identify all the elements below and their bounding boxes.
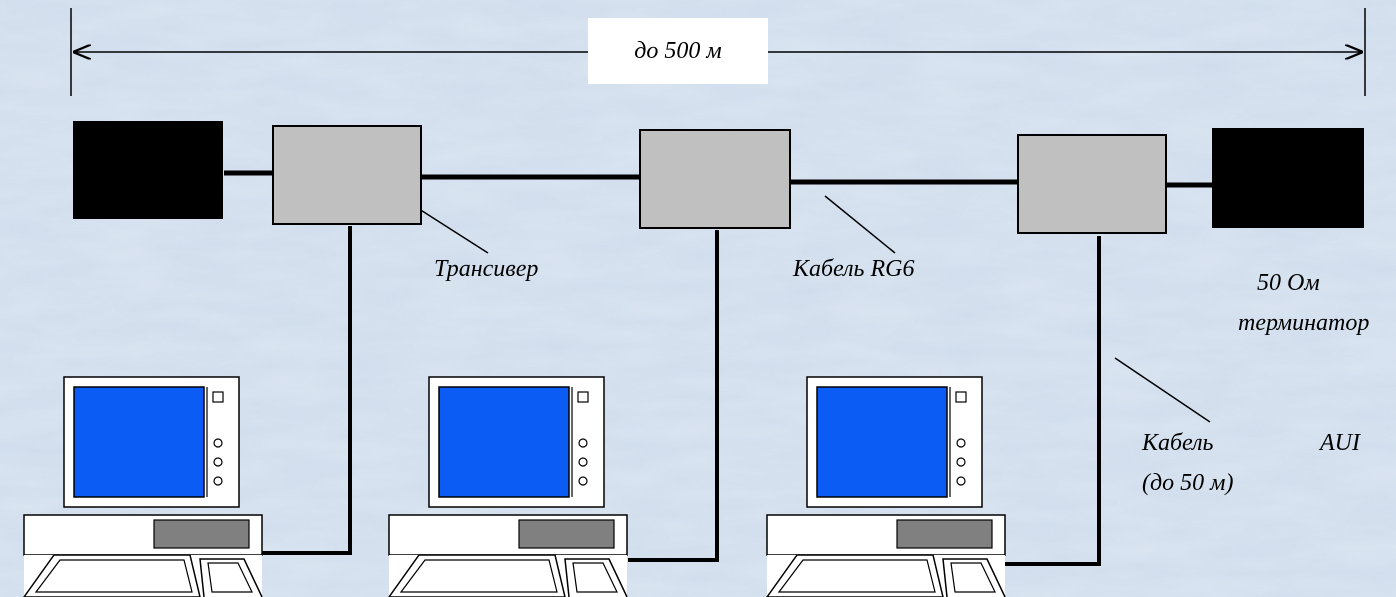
transceiver-icon: [272, 125, 422, 225]
transceiver-icon: [639, 129, 791, 229]
terminator-icon: [73, 121, 223, 219]
computer-icon: [388, 376, 628, 597]
computer-icon: [23, 376, 263, 597]
aui-cable-label-line1: Кабель: [1142, 430, 1214, 456]
transceiver-icon: [1017, 134, 1167, 234]
cable-rg6-label: Кабель RG6: [793, 256, 915, 282]
terminator-label-line2: терминатор: [1238, 310, 1370, 336]
aui-cable-label-line2: (до 50 м): [1142, 470, 1234, 496]
terminator-icon: [1212, 128, 1364, 228]
aui-cable-label-suffix: AUI: [1320, 430, 1360, 456]
computer-icon: [766, 376, 1006, 597]
aui-cables: [258, 226, 1101, 566]
dimension-label-box: до 500 м: [588, 18, 768, 84]
transceiver-label: Трансивер: [434, 256, 539, 282]
coax-bus: [224, 170, 1212, 188]
terminator-label-line1: 50 Ом: [1257, 270, 1320, 296]
dimension-label: до 500 м: [634, 37, 722, 64]
